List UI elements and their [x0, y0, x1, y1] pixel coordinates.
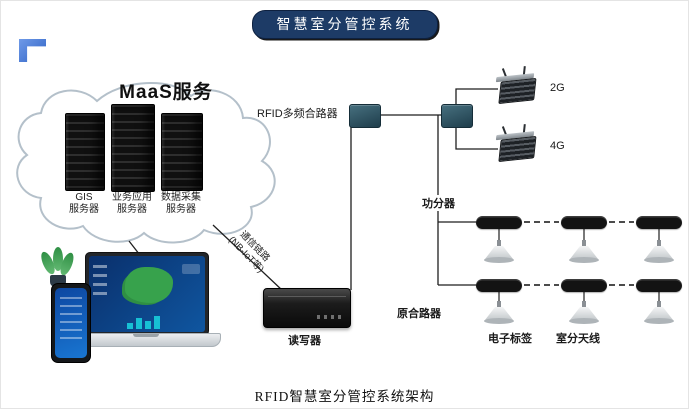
- laptop-dashboard-icon: [85, 252, 209, 336]
- bts-2g-line: [455, 88, 498, 104]
- rfid-combiner-label: RFID多频合路器: [257, 108, 338, 120]
- server-label-line: 服务器: [166, 204, 196, 215]
- page-title: 智慧室分管控系统: [251, 10, 438, 39]
- electronic-tag-label: 电子标签: [488, 333, 532, 345]
- server-label-business: 业务应用 服务器: [103, 192, 161, 216]
- dashboard-menu-icon: [93, 265, 107, 299]
- bts-4g-line: [455, 126, 498, 150]
- phone-icon: [51, 283, 91, 363]
- reader-label: 读写器: [288, 335, 321, 347]
- cloud-reader-link-line: [212, 224, 284, 292]
- caption: RFID智慧室分管控系统架构: [254, 389, 435, 404]
- server-label-line: 业务应用: [112, 192, 152, 203]
- dashboard-map-icon: [125, 267, 173, 303]
- dashboard-chart-icon: [127, 316, 171, 329]
- rfid-tag-icon: [561, 279, 607, 292]
- base-station-2g-icon: [493, 66, 540, 105]
- laptop-keyboard-icon: [71, 333, 221, 347]
- server-icon: [161, 113, 203, 191]
- splitter-label: 功分器: [420, 195, 457, 211]
- server-icon: [111, 104, 155, 192]
- server-label-line: GIS: [75, 192, 93, 203]
- laptop-screen: [89, 256, 205, 332]
- cloud-title: MaaS服务: [119, 82, 213, 103]
- combiner-box-icon: [349, 104, 381, 128]
- server-label-line: 数据采集: [161, 192, 201, 203]
- server-label-line: 服务器: [69, 204, 99, 215]
- server-label-data: 数据采集 服务器: [152, 192, 210, 216]
- server-icon: [65, 113, 105, 191]
- combiner-box-icon: [441, 104, 473, 128]
- server-label-line: 服务器: [117, 204, 147, 215]
- rfid-tag-icon: [561, 216, 607, 229]
- ceiling-antenna-icon: [484, 301, 514, 325]
- ceiling-antenna-icon: [644, 240, 674, 264]
- original-combiner-label: 原合路器: [397, 308, 441, 320]
- 2g-label: 2G: [550, 82, 565, 94]
- rfid-reader-icon: [263, 288, 351, 328]
- rfid-tag-icon: [636, 279, 682, 292]
- base-station-4g-icon: [493, 124, 540, 163]
- rfid-tag-icon: [476, 279, 522, 292]
- ceiling-antenna-icon: [644, 301, 674, 325]
- indoor-antenna-label: 室分天线: [556, 333, 600, 345]
- ceiling-antenna-icon: [569, 240, 599, 264]
- dashboard-kpi-icon: [182, 264, 200, 274]
- ceiling-antenna-icon: [569, 301, 599, 325]
- phone-screen: [55, 288, 87, 358]
- rfid-tag-icon: [636, 216, 682, 229]
- server-label-gis: GIS 服务器: [58, 192, 110, 216]
- 4g-label: 4G: [550, 140, 565, 152]
- ceiling-antenna-icon: [484, 240, 514, 264]
- rfid-tag-icon: [476, 216, 522, 229]
